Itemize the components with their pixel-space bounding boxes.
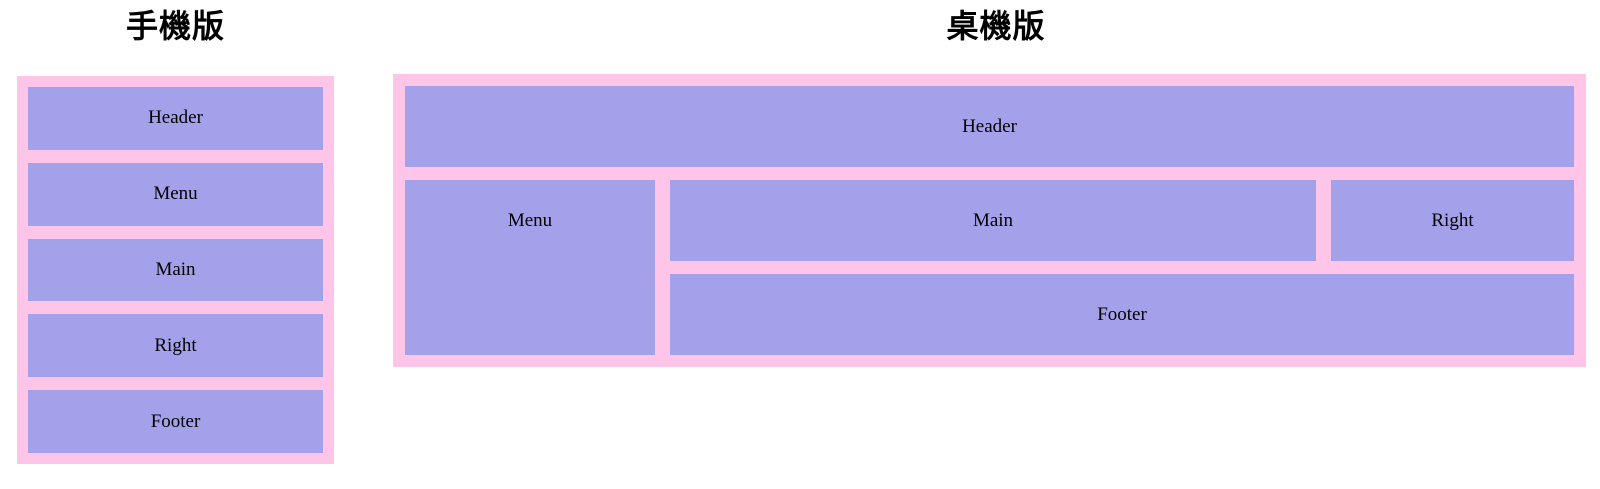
desktop-header-box: Header: [405, 86, 1574, 167]
desktop-layout-container: Header Menu Main Right Footer: [393, 74, 1586, 367]
desktop-menu-box: Menu: [405, 180, 655, 355]
mobile-footer-box: Footer: [28, 390, 323, 453]
desktop-right-label: Right: [1431, 209, 1474, 231]
mobile-footer-label: Footer: [150, 410, 201, 432]
desktop-right-box: Right: [1331, 180, 1574, 261]
desktop-header-label: Header: [962, 115, 1017, 137]
mobile-right-label: Right: [154, 334, 197, 356]
mobile-menu-box: Menu: [28, 162, 323, 226]
mobile-section-title: 手機版: [125, 8, 225, 44]
mobile-main-label: Main: [155, 258, 196, 280]
desktop-section-title: 桌機版: [946, 8, 1046, 44]
desktop-footer-label: Footer: [1097, 303, 1147, 325]
mobile-menu-label: Menu: [153, 183, 198, 205]
mobile-main-box: Main: [28, 238, 323, 302]
desktop-main-label: Main: [972, 209, 1014, 231]
desktop-main-box: Main: [670, 180, 1316, 261]
mobile-right-box: Right: [28, 314, 323, 378]
mobile-header-box: Header: [28, 87, 323, 150]
desktop-footer-box: Footer: [670, 274, 1574, 355]
mobile-header-label: Header: [148, 107, 203, 129]
desktop-menu-label: Menu: [507, 209, 553, 231]
mobile-layout-container: Header Menu Main Right Footer: [17, 76, 334, 464]
